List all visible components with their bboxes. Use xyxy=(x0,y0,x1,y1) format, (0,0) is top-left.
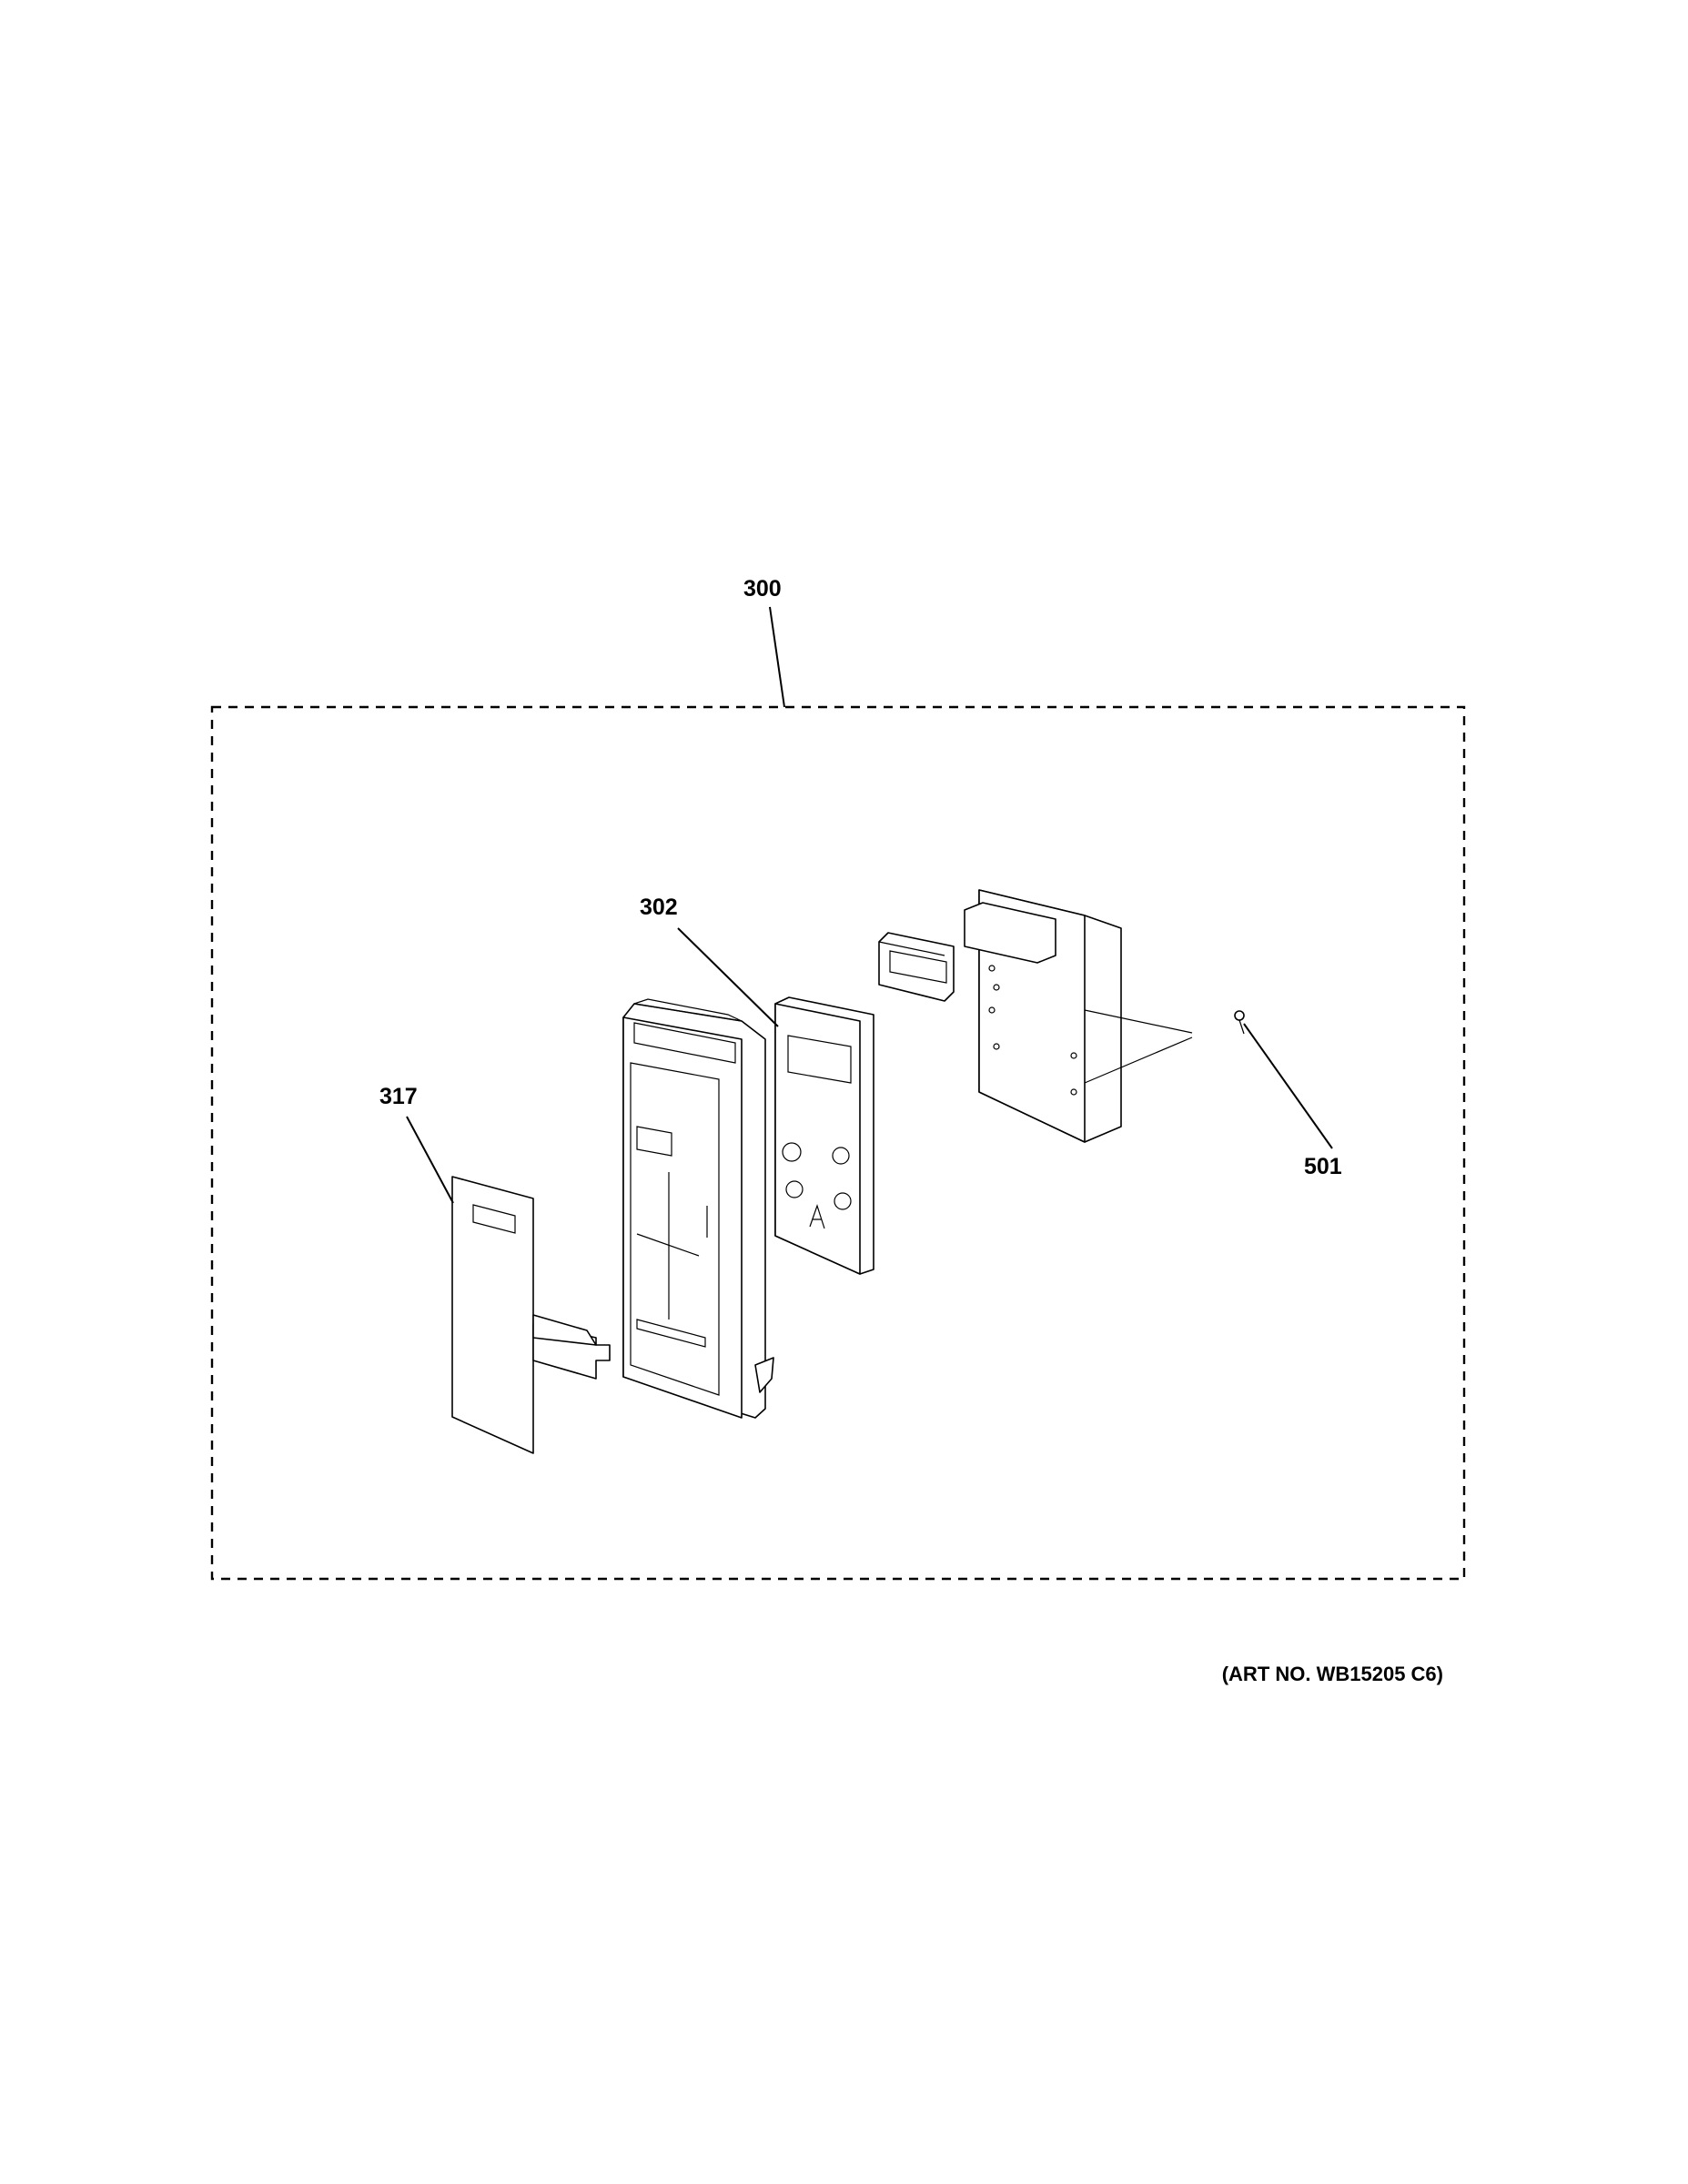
membrane-keypad-icon xyxy=(451,1176,611,1454)
display-bracket-icon xyxy=(878,932,955,1002)
callout-317-label: 317 xyxy=(379,1084,418,1109)
assembly-boundary xyxy=(210,705,1466,1581)
screw-icon xyxy=(1234,1010,1245,1035)
callout-302-label: 302 xyxy=(640,895,678,920)
callout-501-leader xyxy=(1243,1023,1333,1149)
callout-300-label: 300 xyxy=(743,576,782,602)
callout-302-leader xyxy=(677,927,779,1027)
control-board-icon xyxy=(964,889,1193,1143)
callout-317-leader xyxy=(406,1116,454,1204)
control-panel-frame-icon xyxy=(774,996,874,1275)
callout-501-label: 501 xyxy=(1304,1154,1342,1179)
control-panel-housing-icon xyxy=(622,998,774,1419)
art-number: (ART NO. WB15205 C6) xyxy=(1222,1663,1443,1685)
callout-300-leader xyxy=(769,606,785,708)
